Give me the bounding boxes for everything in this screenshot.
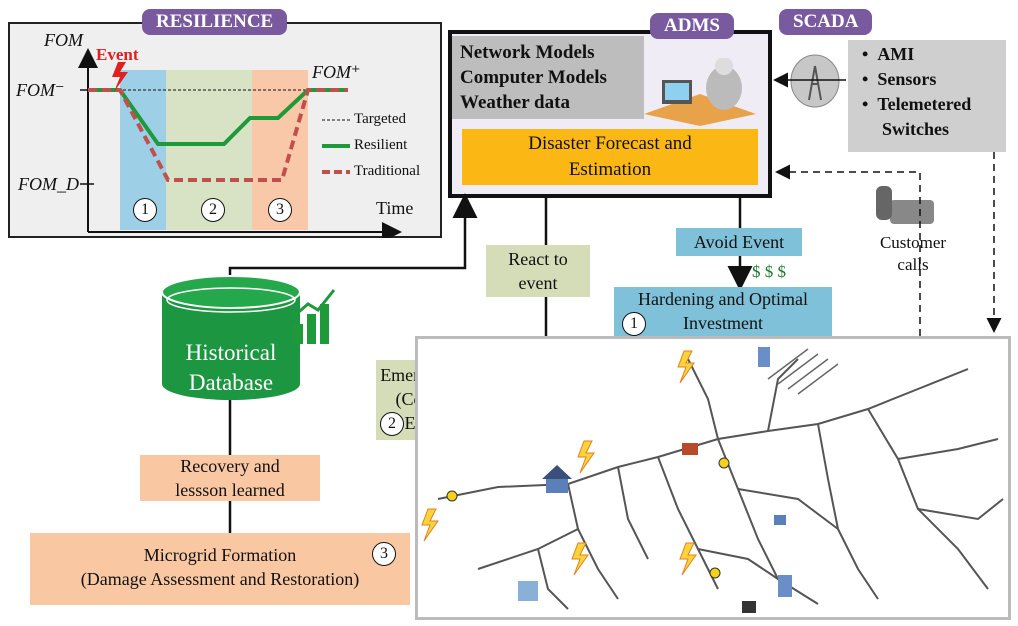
forecast-line1: Disaster Forecast and <box>528 133 692 154</box>
database-icon <box>161 275 301 400</box>
lightning-icons <box>421 350 697 576</box>
microgrid-box: Microgrid Formation (Damage Assessment a… <box>30 533 410 605</box>
growth-chart-icon <box>293 289 336 344</box>
scada-tag: SCADA <box>779 9 873 35</box>
forecast-box: Disaster Forecast and Estimation <box>462 129 758 185</box>
scada-item-ami: • AMI <box>862 44 915 64</box>
fom-axis-label: FOM <box>44 30 83 50</box>
phase-3-marker: 3 <box>268 198 292 222</box>
scada-item-switches: Switches <box>882 119 949 139</box>
hardening-box: Hardening and Optimal Investment <box>614 287 832 337</box>
legend-targeted: Targeted <box>354 111 406 127</box>
adms-tag: ADMS <box>650 13 734 39</box>
hardening-number: 1 <box>622 312 646 336</box>
scada-box <box>848 40 1006 152</box>
resilience-tag: RESILIENCE <box>142 9 288 35</box>
emergency-number: 2 <box>380 412 404 436</box>
legend-traditional: Traditional <box>354 163 421 179</box>
fom-d-label: FOM_D <box>18 174 79 194</box>
telephone-icon <box>876 186 934 224</box>
operator-icon <box>644 58 756 126</box>
phase-2-marker: 2 <box>201 198 225 222</box>
dollar-signs: $ $ $ <box>752 262 786 281</box>
event-label: Event <box>96 45 139 64</box>
microgrid-number: 3 <box>372 542 396 566</box>
scada-item-telemetered: • Telemetered <box>862 94 972 114</box>
fom-minus-label: FOM⁻ <box>16 80 65 100</box>
forecast-line2: Estimation <box>568 159 652 180</box>
avoid-event-box: Avoid Event <box>676 228 802 256</box>
phase-1-marker: 1 <box>133 198 157 222</box>
scada-item-sensors: • Sensors <box>862 69 937 89</box>
building-icons <box>518 347 792 613</box>
lightning-icon <box>112 62 128 92</box>
legend-resilient: Resilient <box>354 137 408 153</box>
time-axis-label: Time <box>376 198 414 218</box>
distribution-network-map <box>421 347 1004 613</box>
computer-models-label: Computer Models <box>460 67 607 88</box>
fom-plus-label: FOM⁺ <box>312 62 361 82</box>
models-box: Network Models Computer Models Weather d… <box>452 36 644 119</box>
network-models-label: Network Models <box>460 42 595 63</box>
weather-data-label: Weather data <box>460 92 570 113</box>
scada-items: • AMI • Sensors • Telemetered Switches <box>862 42 971 142</box>
traditional-line <box>88 88 348 182</box>
antenna-icon <box>790 54 840 108</box>
